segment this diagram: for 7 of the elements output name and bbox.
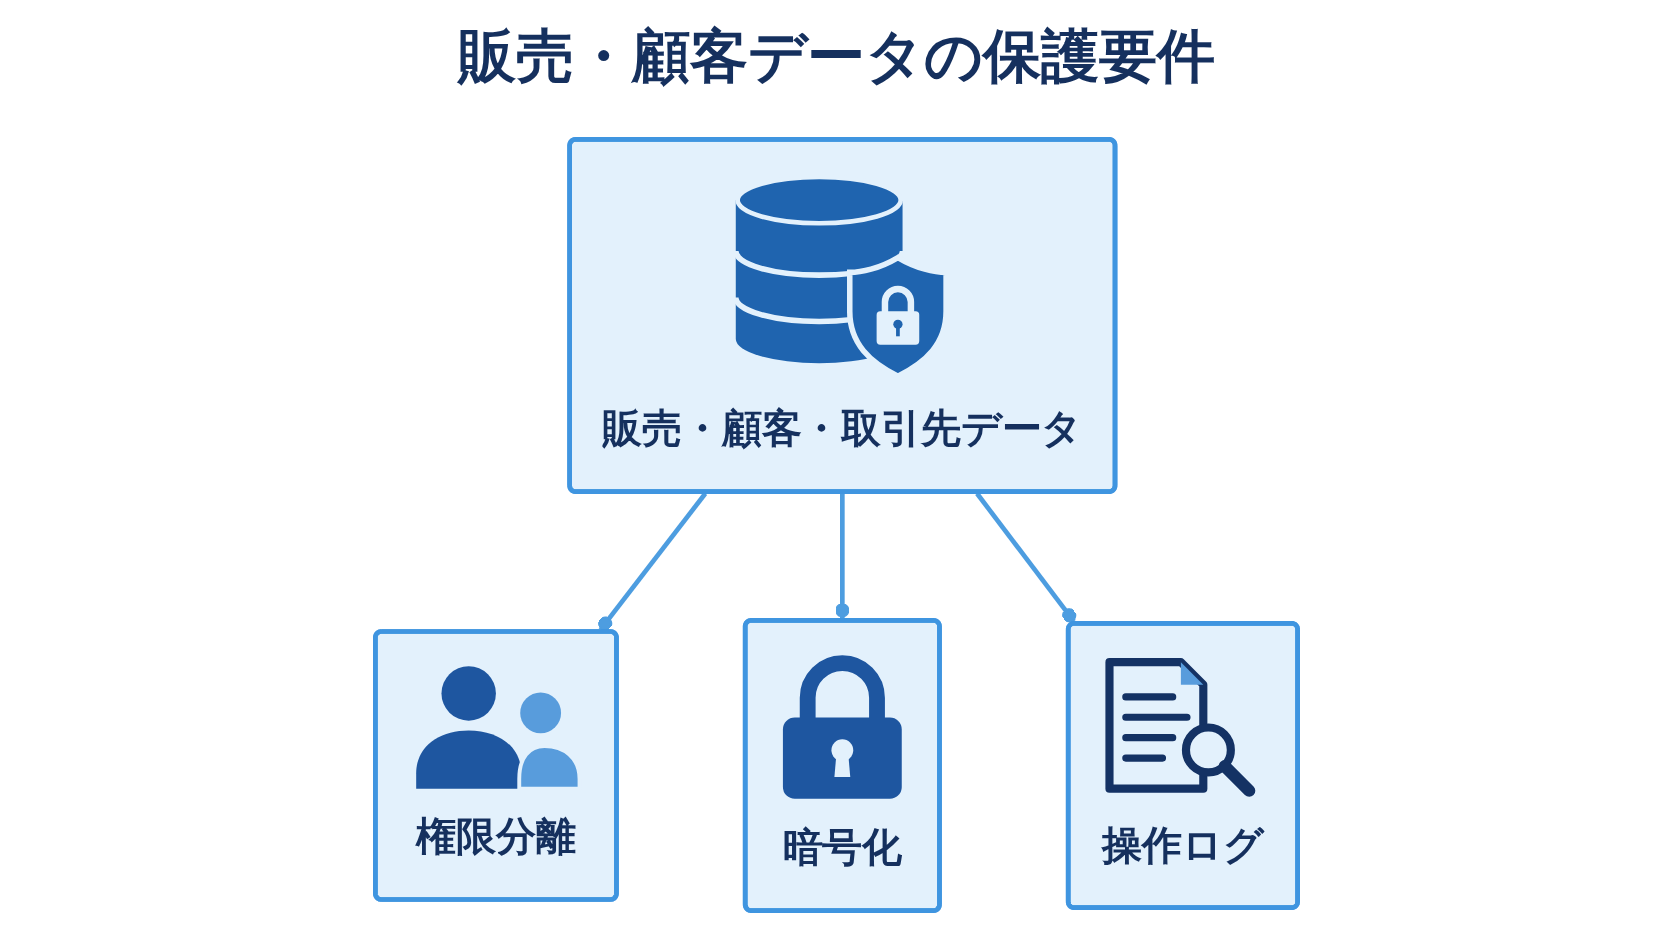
connector-line <box>597 492 707 632</box>
node-label: 暗号化 <box>781 823 903 873</box>
node-label: 操作ログ <box>1100 820 1265 870</box>
node-label: 権限分離 <box>414 811 577 862</box>
diagram-title: 販売・顧客データの保護要件 <box>457 22 1215 92</box>
connector-line <box>834 494 849 619</box>
connector-line <box>974 492 1076 623</box>
